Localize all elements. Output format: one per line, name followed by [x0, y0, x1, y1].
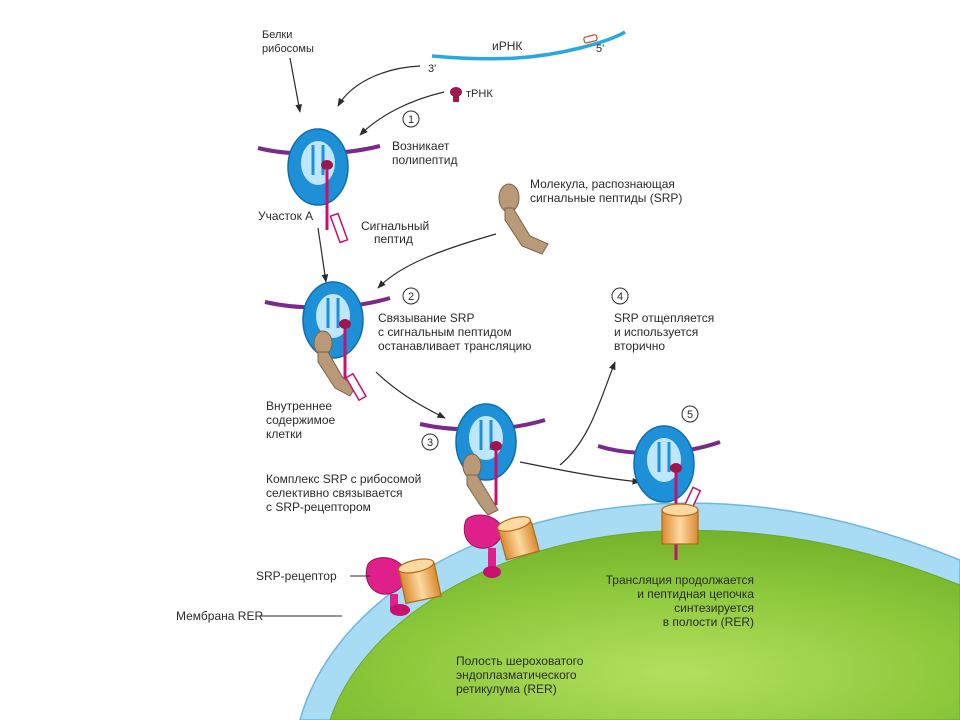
arrow-proteins-to-ribosome [289, 57, 302, 113]
srp-receptor-step3 [463, 514, 503, 578]
srp-receptor-free [365, 557, 410, 616]
srp-molecule [498, 183, 549, 255]
cell-interior-label-line3: клетки [266, 427, 302, 441]
arrow-step2-to-step3 [375, 371, 446, 419]
trna-label: тРНК [466, 88, 493, 100]
ribosome-proteins-label-line1: Белки [262, 29, 292, 41]
step5-text-line3: синтезируется [674, 601, 754, 615]
trna-icon [450, 87, 462, 102]
step4-text-line3: вторично [614, 339, 665, 353]
arrow-step3-to-step5 [519, 461, 641, 485]
polypeptide-label-line1: Возникает [392, 139, 450, 153]
step2-badge [402, 287, 420, 305]
step3-number: 3 [427, 437, 433, 449]
signal-peptide-label-line1: Сигнальный [361, 219, 429, 233]
rer-lumen-label-line2: эндоплазматического [456, 668, 577, 682]
rer-lumen [329, 529, 960, 720]
srp-molecule-label-line2: сигнальные пептиды (SRP) [530, 191, 682, 205]
step2-number: 2 [408, 291, 414, 303]
polypeptide-label-line2: полипептид [392, 153, 457, 167]
translocon-step3 [496, 516, 541, 561]
rer-lumen-label-line1: Полость шероховатого [456, 654, 584, 668]
ribosome-step1 [257, 128, 381, 244]
step5-number: 5 [687, 409, 693, 421]
signal-peptide-label-line2: пептид [374, 232, 413, 246]
cell-interior-label-line2: содержимое [266, 413, 336, 427]
ribosome-step5 [597, 425, 721, 560]
step5-badge [681, 405, 699, 423]
arrow-srp-to-step2 [377, 233, 497, 289]
step4-text-line2: и используется [614, 325, 698, 339]
three-prime-label: 3' [428, 63, 436, 75]
mrna-strand [431, 30, 626, 61]
step4-text-line1: SRP отщепляется [614, 311, 714, 325]
ribosome-step3 [419, 403, 546, 516]
step4-badge [611, 287, 629, 305]
step3-text-line3: с SRP-рецептором [266, 500, 371, 514]
arrow-trna-to-ribosome [359, 91, 445, 136]
five-prime-label: 5' [596, 43, 604, 55]
step4-number: 4 [617, 291, 623, 303]
ribosome-proteins-label-line2: рибосомы [262, 43, 314, 55]
step3-text-line2: селективно связывается [266, 486, 402, 500]
translocon-step5 [661, 503, 699, 545]
arrow-step3-to-step4 [559, 361, 616, 466]
step1-number: 1 [408, 114, 414, 126]
rer-lumen-label-line3: ретикулума (RER) [456, 682, 557, 696]
step3-text-line1: Комплекс SRP с рибосомой [266, 472, 421, 486]
step5-text-line4: в полости (RER) [663, 615, 754, 629]
step1-badge [402, 110, 420, 128]
rer-membrane-label: Мембрана RER [176, 609, 263, 623]
step5-text-line2: и пептидная цепочка [637, 587, 754, 601]
cell-interior-label-line1: Внутреннее [266, 399, 332, 413]
ribosome-step2 [264, 281, 391, 402]
step5-text-line1: Трансляция продолжается [606, 573, 754, 587]
arrow-mrna-to-ribosome [337, 65, 421, 107]
step3-badge [421, 433, 439, 451]
step2-text-line3: останавливает трансляцию [378, 339, 531, 353]
step2-text-line1: Связывание SRP [378, 311, 474, 325]
srp-receptor-label: SRP-рецептор [256, 569, 337, 583]
srp-molecule-label-line1: Молекула, распознающая [530, 177, 675, 191]
translocon-free [397, 558, 442, 605]
site-a-label: Участок А [258, 209, 313, 223]
arrow-step1-to-step2 [317, 227, 329, 283]
step2-text-line2: с сигнальным пептидом [378, 325, 512, 339]
mrna-label: иРНК [492, 39, 522, 53]
